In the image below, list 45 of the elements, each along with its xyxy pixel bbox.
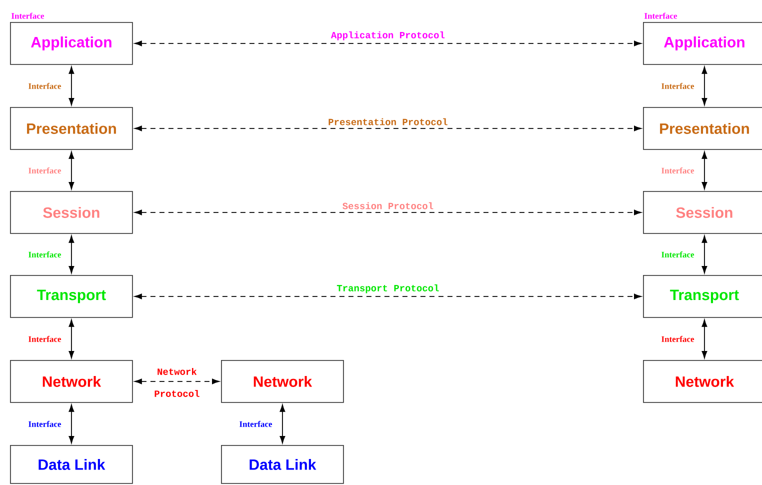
edge-label: Session Protocol: [342, 202, 434, 210]
edge-label: Interface: [662, 336, 694, 342]
arrow: [68, 320, 74, 358]
edge-label: Interface: [28, 251, 62, 258]
arrow: [134, 126, 642, 132]
layer-box: Network: [643, 360, 762, 403]
arrow: [702, 152, 708, 190]
arrow: [134, 378, 220, 384]
layer-box: Network: [10, 360, 133, 403]
layer-box: Transport: [10, 275, 133, 318]
edge-label: Transport Protocol: [336, 284, 439, 294]
edge-label: Interface: [28, 167, 62, 174]
arrow: [134, 40, 642, 46]
edge-label: Interface: [240, 420, 272, 427]
layer-box: Presentation: [10, 107, 133, 150]
arrow: [68, 236, 74, 274]
arrow: [702, 320, 708, 358]
arrow: [68, 404, 74, 444]
arrow: [68, 152, 74, 190]
layer-box: Data Link: [221, 445, 344, 484]
arrow: [134, 294, 642, 300]
edge-label: Interface: [28, 336, 62, 342]
arrow: [68, 66, 74, 106]
layer-box: Application: [10, 22, 133, 65]
arrow: [134, 210, 642, 216]
edge-label: Application Protocol: [330, 31, 445, 40]
edge-label: Interface: [662, 82, 694, 89]
layer-box: Network: [221, 360, 344, 403]
edge-label: Interface: [662, 251, 694, 258]
edge-label: Interface: [28, 82, 62, 89]
arrow: [280, 404, 286, 444]
layer-box: Presentation: [643, 107, 762, 150]
layer-box: Application: [643, 22, 762, 65]
interface-label: Interface: [11, 12, 44, 19]
edge-label: Interface: [662, 167, 694, 174]
layer-box: Session: [643, 191, 762, 234]
arrow: [702, 236, 708, 274]
edge-label: Interface: [28, 420, 62, 427]
layer-box: Data Link: [10, 445, 133, 484]
interface-label: Interface: [644, 12, 678, 19]
edge-label: Presentation Protocol: [328, 118, 448, 126]
layer-box: Transport: [643, 275, 762, 318]
arrow: [702, 66, 708, 106]
layer-box: Session: [10, 191, 133, 234]
edge-label: Network Protocol: [154, 368, 200, 397]
